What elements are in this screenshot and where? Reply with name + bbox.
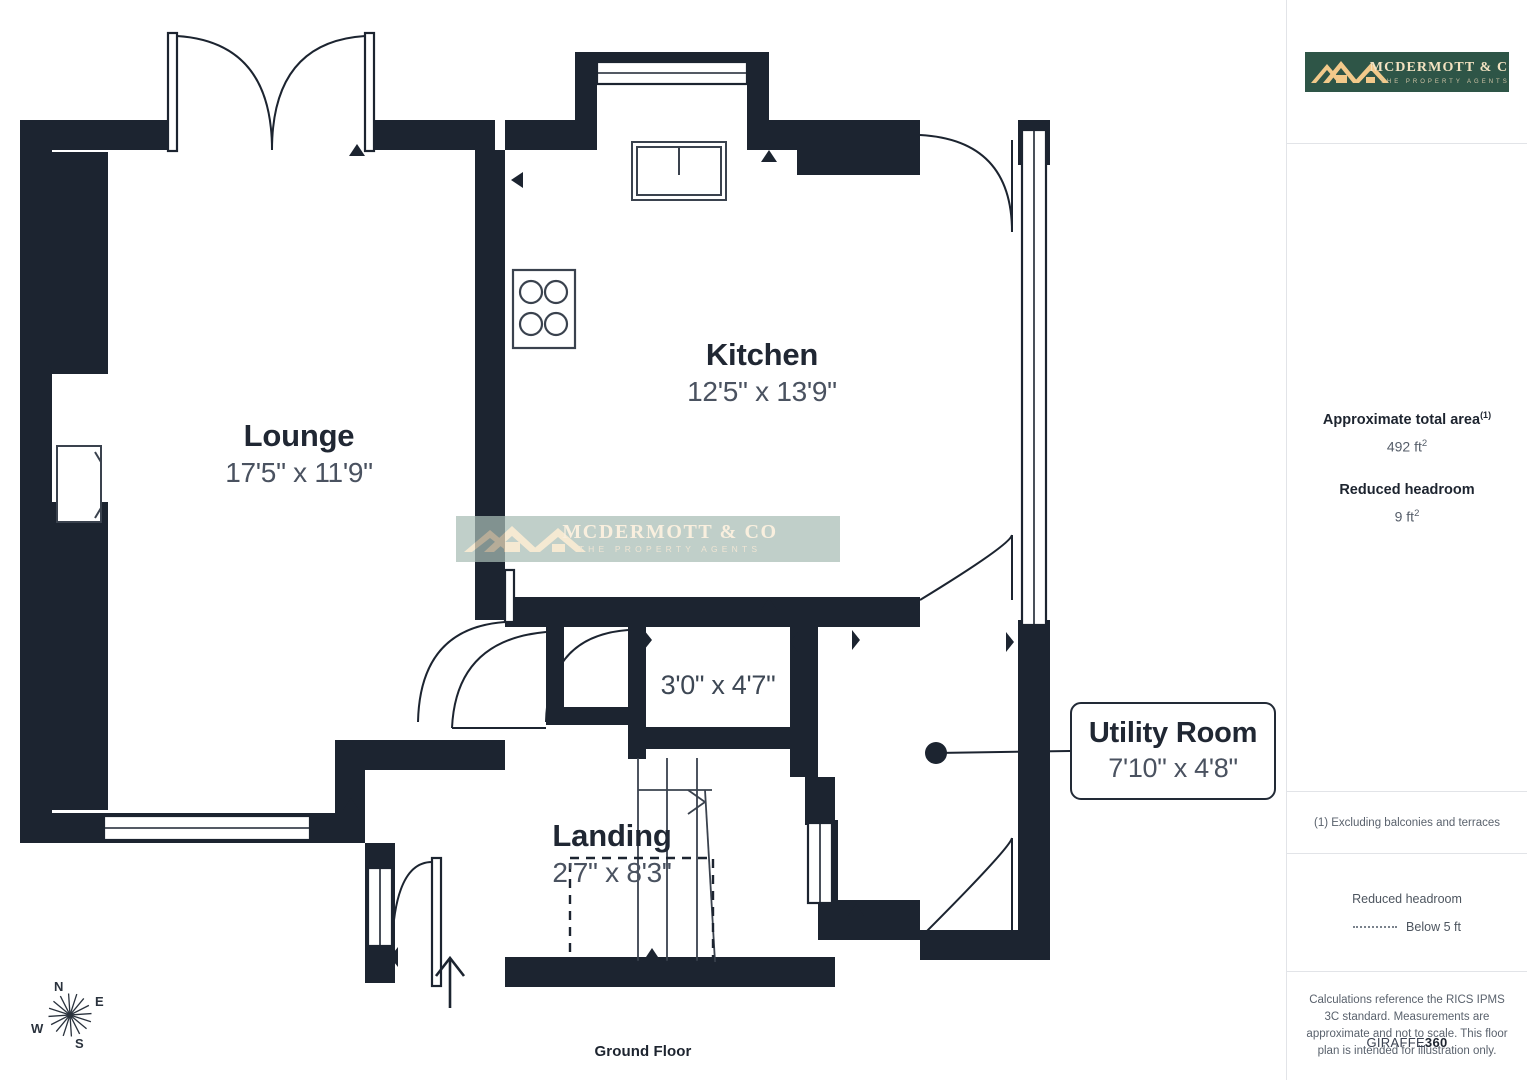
room-dims-utility: 7'10" x 4'8" xyxy=(1108,753,1238,784)
floor-title: Ground Floor xyxy=(594,1043,692,1060)
info-panel: MCDERMOTT & CO THE PROPERTY AGENTS Appro… xyxy=(1286,0,1527,1080)
total-area-value: 492 ft2 xyxy=(1386,437,1428,455)
room-name-utility: Utility Room xyxy=(1088,717,1258,750)
total-area-footnote-marker: (1) xyxy=(1480,409,1492,420)
fireplace-fixture xyxy=(56,445,102,523)
footnote-text: (1) Excluding balconies and terraces xyxy=(1313,816,1501,829)
reduced-headroom-title: Reduced headroom xyxy=(1339,482,1475,499)
windows xyxy=(102,60,1048,948)
brand-name-text: MCDERMOTT & CO xyxy=(1370,60,1509,75)
sink-fixture xyxy=(631,141,727,201)
room-dims-lounge: 17'5" x 11'9" xyxy=(225,456,373,488)
footnote-section: (1) Excluding balconies and terraces xyxy=(1287,792,1527,854)
utility-leader-line xyxy=(925,742,1071,764)
utility-room-callout: Utility Room 7'10" x 4'8" xyxy=(1070,702,1276,800)
doors xyxy=(166,31,1013,988)
room-name-kitchen: Kitchen xyxy=(705,337,819,372)
room-dims-kitchen: 12'5" x 13'9" xyxy=(687,375,837,407)
room-dims-wc: 3'0" x 4'7" xyxy=(660,670,776,700)
room-dims-landing: 2'7" x 8'3" xyxy=(552,856,672,888)
compass-west-label: W xyxy=(31,1021,44,1036)
room-label-wc: 3'0" x 4'7" xyxy=(661,667,776,701)
headroom-legend-section: Reduced headroom Below 5 ft xyxy=(1287,854,1527,972)
dashed-line-icon xyxy=(1353,925,1398,928)
floor-plan-drawing xyxy=(20,31,1071,1008)
reduced-headroom-value: 9 ft2 xyxy=(1394,508,1420,526)
compass-rose: N E S W xyxy=(30,970,140,1060)
compass-east-label: E xyxy=(95,994,104,1009)
brand-logo: MCDERMOTT & CO THE PROPERTY AGENTS xyxy=(1305,51,1519,92)
headroom-legend-label: Below 5 ft xyxy=(1406,919,1461,934)
brand-logo-section: MCDERMOTT & CO THE PROPERTY AGENTS xyxy=(1287,0,1527,144)
area-summary-section: Approximate total area(1) 492 ft2 Reduce… xyxy=(1287,144,1527,792)
reduced-headroom-region xyxy=(568,856,715,964)
room-label-kitchen: Kitchen 12'5" x 13'9" xyxy=(687,337,837,408)
compass-north-label: N xyxy=(54,979,63,994)
disclaimer-text: Calculations reference the RICS IPMS 3C … xyxy=(1306,993,1508,1058)
headroom-legend-title: Reduced headroom xyxy=(1352,891,1462,906)
giraffe-logo-text: GIRAFFE360 xyxy=(1366,1035,1448,1050)
room-name-lounge: Lounge xyxy=(243,418,355,453)
entrance-arrow xyxy=(434,955,466,1008)
floor-plan-canvas: Lounge 17'5" x 11'9" Kitchen 12'5" x 13'… xyxy=(20,31,1276,1060)
room-label-lounge: Lounge 17'5" x 11'9" xyxy=(225,418,373,489)
compass-south-label: S xyxy=(75,1036,84,1051)
walls xyxy=(20,52,1050,987)
room-name-landing: Landing xyxy=(552,818,672,853)
staircase xyxy=(637,758,716,963)
headroom-legend-row: Below 5 ft xyxy=(1353,920,1461,934)
giraffe-branding: GIRAFFE360 xyxy=(1287,1034,1527,1052)
brand-tagline-text: THE PROPERTY AGENTS xyxy=(1380,79,1509,85)
room-label-landing: Landing 2'7" x 8'3" xyxy=(552,818,671,889)
dimension-markers xyxy=(48,144,1014,967)
hob-fixture xyxy=(511,268,577,350)
total-area-title: Approximate total area(1) xyxy=(1322,409,1492,428)
disclaimer-section: Calculations reference the RICS IPMS 3C … xyxy=(1287,972,1527,1080)
